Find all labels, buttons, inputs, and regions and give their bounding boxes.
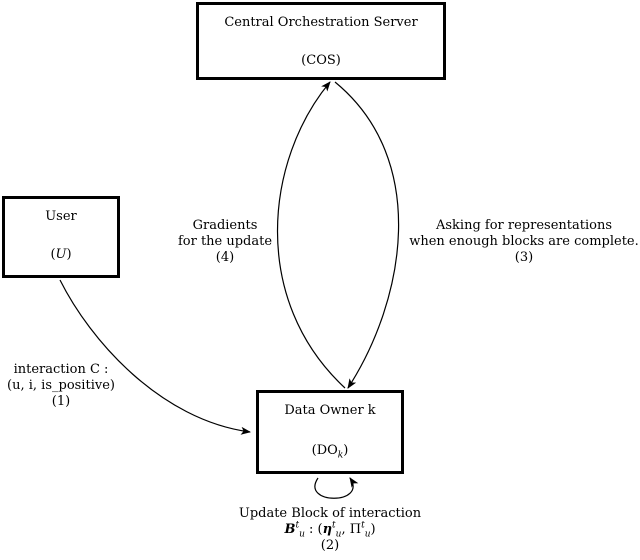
- user-abbr: (U): [5, 247, 117, 263]
- formula-eta: η: [322, 522, 333, 537]
- update-block-formula: Btu : (ηtu, Πtu): [230, 520, 430, 540]
- cos-abbr: (COS): [301, 53, 341, 68]
- gradients-line1: Gradients: [192, 218, 258, 233]
- cos-title: Central Orchestration Server: [224, 15, 418, 30]
- formula-eta-sup: t: [332, 520, 336, 531]
- user-abbr-close: ): [66, 247, 72, 262]
- update-block-step: (2): [320, 538, 340, 553]
- data-owner-node: Data Owner k (DOk): [256, 390, 404, 474]
- update-block-line1: Update Block of interaction: [238, 506, 422, 521]
- interaction-label: interaction C : (u, i, is_positive) (1): [0, 362, 122, 410]
- formula-B: B: [284, 522, 296, 537]
- user-abbr-open: (: [50, 247, 56, 262]
- asking-step: (3): [514, 250, 534, 265]
- formula-B-sup: t: [295, 520, 300, 531]
- data-owner-title: Data Owner k: [284, 403, 376, 418]
- data-owner-abbr-sub: k: [337, 450, 344, 461]
- update-block-label: Update Block of interaction Btu : (ηtu, …: [230, 506, 430, 554]
- formula-comma: ,: [341, 522, 350, 537]
- formula-close: ): [370, 522, 376, 537]
- interaction-step: (1): [51, 394, 71, 409]
- formula-colon: : (: [304, 522, 323, 537]
- interaction-line2: (u, i, is_positive): [7, 378, 115, 393]
- edge-gradients-arrow: [276, 81, 346, 389]
- user-abbr-symbol: U: [55, 247, 67, 262]
- interaction-line1: interaction C :: [13, 362, 109, 377]
- data-owner-abbr: (DOk): [259, 443, 401, 461]
- data-owner-abbr-close: ): [343, 443, 349, 458]
- gradients-step: (4): [215, 250, 235, 265]
- gradients-line2: for the update: [177, 234, 273, 249]
- gradients-label: Gradients for the update (4): [170, 218, 280, 266]
- formula-eta-sub: u: [335, 529, 342, 540]
- cos-node: Central Orchestration Server (COS): [196, 2, 446, 80]
- formula-pi: Π: [349, 522, 362, 537]
- formula-pi-sup: t: [361, 520, 365, 531]
- user-title: User: [45, 209, 77, 224]
- edge-interaction-arrow: [59, 279, 251, 435]
- user-node: User (U): [2, 196, 120, 278]
- formula-B-sub: u: [299, 529, 305, 540]
- edge-asking-arrow: [334, 81, 400, 389]
- asking-line1: Asking for representations: [435, 218, 612, 233]
- formula-pi-sub: u: [364, 529, 371, 540]
- edge-update-block-loop: [314, 477, 359, 499]
- data-owner-abbr-open: (DO: [311, 443, 338, 458]
- asking-line2: when enough blocks are complete.: [409, 234, 639, 249]
- asking-label: Asking for representations when enough b…: [408, 218, 640, 266]
